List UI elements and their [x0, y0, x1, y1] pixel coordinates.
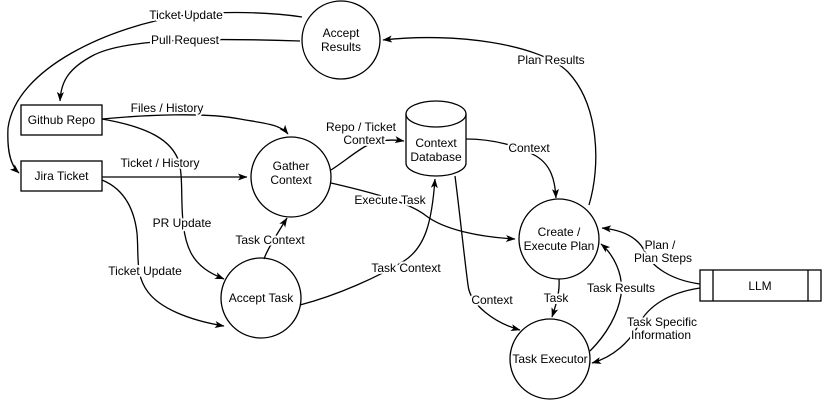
- edge-label-plan-results: Plan Results: [517, 53, 584, 67]
- edge-label-pull-request: Pull Request: [151, 33, 220, 47]
- edge-ticket-update-to-jira: [7, 11, 303, 174]
- edge-label-ticket-update-to-jira: Ticket Update: [149, 8, 223, 22]
- context-database-label-line2: Database: [410, 150, 462, 164]
- edge-task: [551, 278, 560, 318]
- edge-label-plan-steps-line1: Plan /: [645, 238, 676, 252]
- edge-pull-request: [56, 38, 301, 102]
- accept-results-label-line1: Accept: [323, 26, 360, 40]
- edge-task-specific-information: [591, 287, 701, 364]
- node-gather-context: Gather Context: [250, 136, 332, 218]
- jira-ticket-label: Jira Ticket: [34, 169, 89, 183]
- edge-task-context-to-db: [299, 178, 438, 306]
- gather-context-label-line2: Context: [270, 173, 312, 187]
- create-execute-plan-label-line2: Execute Plan: [524, 239, 595, 253]
- edge-files-history: [101, 114, 289, 135]
- edge-label-execute-task: Execute Task: [354, 193, 426, 207]
- edge-label-task: Task: [544, 291, 570, 305]
- context-database-cylinder: [405, 100, 467, 177]
- edge-label-task-results: Task Results: [587, 281, 655, 295]
- gather-context-label-line1: Gather: [273, 159, 310, 173]
- edge-plan-steps: [601, 225, 701, 285]
- accept-task-label: Accept Task: [229, 291, 294, 305]
- edge-repo-ticket-context: [330, 136, 405, 171]
- jira-ticket-box: [20, 160, 103, 192]
- task-executor-label: Task Executor: [512, 352, 587, 366]
- edge-label-repo-ticket-context-line2: Context: [343, 133, 385, 147]
- edge-ticket-update-to-accept-task: [101, 179, 225, 328]
- create-execute-plan-label-line1: Create /: [538, 225, 581, 239]
- github-repo-box: [20, 104, 103, 136]
- llm-label: LLM: [748, 279, 771, 293]
- node-jira-ticket: Jira Ticket: [20, 160, 103, 192]
- task-executor-circle: [509, 318, 591, 400]
- edge-label-task-context-to-gather: Task Context: [235, 233, 305, 247]
- node-accept-results: Accept Results: [301, 0, 381, 80]
- node-task-executor: Task Executor: [509, 318, 591, 400]
- edge-label-files-history: Files / History: [131, 101, 204, 115]
- github-repo-label: Github Repo: [28, 113, 96, 127]
- edge-plan-results: [382, 35, 597, 206]
- accept-results-circle: [301, 0, 381, 80]
- gather-context-circle: [250, 136, 332, 218]
- node-context-database: Context Database: [405, 100, 467, 177]
- edge-label-task-specific-information-line1: Task Specific: [627, 315, 697, 329]
- edge-label-plan-steps-line2: Plan Steps: [634, 251, 692, 265]
- context-database-cylinder-lid: [405, 113, 467, 128]
- accept-task-circle: [220, 257, 302, 339]
- edge-label-pr-update: PR Update: [153, 216, 212, 230]
- node-llm: LLM: [699, 269, 822, 302]
- accept-results-label-line2: Results: [321, 40, 361, 54]
- edge-label-repo-ticket-context-line1: Repo / Ticket: [326, 120, 397, 134]
- edge-label-context-to-executor: Context: [471, 293, 513, 307]
- edge-execute-task: [330, 182, 516, 242]
- context-database-label-line1: Context: [415, 136, 457, 150]
- edge-context-to-executor: [454, 175, 521, 331]
- edge-label-ticket-update-to-accept-task: Ticket Update: [108, 264, 182, 278]
- node-github-repo: Github Repo: [20, 104, 103, 136]
- edge-task-context-to-gather: [263, 217, 288, 260]
- node-create-execute-plan: Create / Execute Plan: [518, 198, 600, 280]
- edge-label-ticket-history: Ticket / History: [121, 156, 200, 170]
- edge-label-task-context-to-db: Task Context: [371, 261, 441, 275]
- edge-label-context-to-plan: Context: [508, 141, 550, 155]
- llm-box: [699, 269, 822, 302]
- edge-pr-update: [101, 118, 225, 280]
- edge-label-task-specific-information-line2: Information: [631, 328, 691, 342]
- edge-task-results: [589, 243, 623, 352]
- edge-context-to-plan: [465, 138, 559, 199]
- node-accept-task: Accept Task: [220, 257, 302, 339]
